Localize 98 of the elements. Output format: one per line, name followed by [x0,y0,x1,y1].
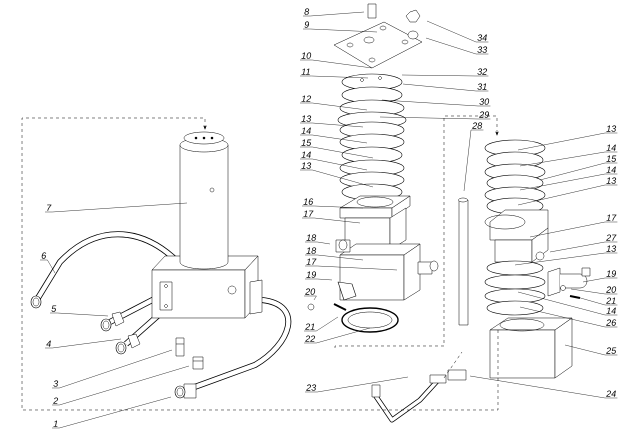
leader-line [514,252,618,266]
callout-number: 14 [301,128,311,134]
callout-number: 14 [301,152,311,158]
callout-number: 2 [53,398,58,404]
leader-line [470,376,618,398]
callout-number: 21 [305,324,314,330]
leader-line [582,278,618,282]
leader-line [426,38,489,54]
callout-number: 17 [606,214,616,221]
leader-line [518,292,618,316]
leader-line [402,84,489,92]
callout-number: 10 [301,52,312,59]
leader-line [302,12,364,16]
leader-line [520,174,618,190]
callout-number: 24 [606,390,616,397]
callout-number: 21 [606,298,616,304]
leader-line [300,122,364,128]
leader-line [304,278,332,280]
leader-line [300,60,372,68]
leader-line [304,242,330,244]
leader-line [540,162,618,180]
leader-line [518,184,618,206]
callout-number: 11 [301,68,310,75]
callout-number: 31 [477,83,486,90]
callout-number: 18 [306,234,316,241]
leader-line [520,152,618,166]
callout-number: 13 [606,245,616,252]
callout-number: 20 [305,288,316,295]
leader-line [44,338,122,348]
leader-line [576,296,618,306]
leader-line [300,158,368,170]
leader-line [300,134,368,144]
leader-line [304,376,408,392]
leader-line [426,20,489,42]
callout-number: 26 [606,319,616,326]
leader-line [570,288,618,294]
leader-line [382,100,491,106]
callout-number: 29 [479,111,490,118]
callout-number: 3 [53,380,58,387]
callout-number: 15 [301,140,312,146]
callout-number: 23 [306,384,316,391]
callout-number: 22 [305,336,316,342]
leader-line [518,132,618,150]
leader-line [304,316,338,332]
leader-line [52,366,190,406]
callout-number: 17 [303,210,314,217]
callout-number: 7 [47,204,52,211]
leader-line [40,260,56,274]
callout-number: 32 [477,68,488,75]
callout-number: 5 [51,306,56,312]
callout-number: 17 [306,258,316,265]
callout-number: 15 [606,156,616,162]
callout-number: 14 [606,166,616,173]
callout-number: 14 [606,144,616,151]
callout-number: 34 [477,34,487,41]
leader-line [304,266,398,270]
callout-number: 33 [477,46,488,53]
leader-line [304,296,317,300]
leader-line [52,396,172,428]
callout-number: 16 [303,198,314,205]
callout-number: 19 [306,271,316,278]
leader-line [304,254,364,260]
leader-line [52,350,172,388]
leader-line [302,28,378,32]
callout-number: 8 [304,8,310,15]
leader-line [402,74,489,76]
callout-number: 18 [306,247,316,254]
leader-line [300,170,374,188]
callout-number: 14 [606,308,616,314]
callout-number: 4 [46,340,51,347]
leader-line [44,202,188,212]
leader-line [564,344,618,356]
leader-line [50,312,108,316]
leader-line [302,206,364,208]
callout-number: 20 [606,286,616,293]
leader-line [464,130,484,192]
leader-line [300,102,368,110]
leader-line [300,76,368,78]
leader-line [302,218,360,224]
leader-line [304,328,370,344]
callout-number: 1 [53,420,58,427]
callout-number: 19 [606,270,616,277]
callout-number: 13 [301,162,312,169]
callout-number: 12 [301,96,312,102]
leader-line [520,306,618,328]
callout-number: 13 [606,125,616,132]
callout-number: 28 [472,122,482,129]
callout-number: 9 [304,21,310,28]
callout-number: 27 [606,234,616,241]
leader-line [300,146,374,158]
callout-number: 13 [606,177,616,184]
callout-number: 13 [301,115,312,122]
callout-number: 30 [479,98,490,105]
leader-line [530,222,618,238]
callout-number: 25 [606,347,616,354]
leader-line [550,242,618,252]
callout-number: 6 [42,252,46,259]
leader-line [380,116,491,120]
